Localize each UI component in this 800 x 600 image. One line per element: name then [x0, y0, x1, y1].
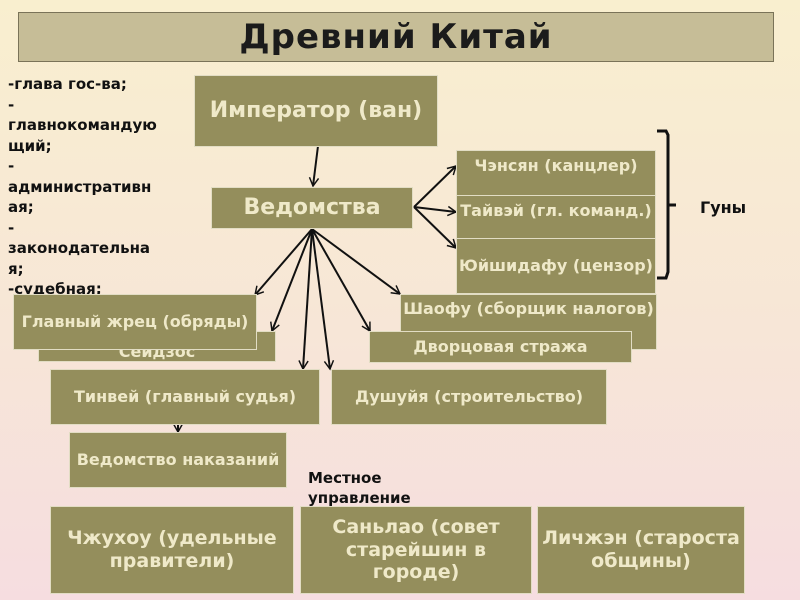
vedomstva-box: Ведомства: [211, 187, 413, 229]
duty-line: главнокомандую: [8, 116, 157, 134]
duty-line: щий;: [8, 136, 52, 155]
sanlao-label: Саньлао (совет старейшин в городе): [332, 515, 500, 584]
local-government-label: Местное управление: [308, 469, 411, 507]
lichzhen-label: Личжэн (староста общины): [542, 527, 740, 572]
glavny-zhrets-box: Главный жрец (обряды): [13, 294, 257, 350]
emperor-duties-list: -глава гос-ва; - главнокомандую щий; - а…: [8, 74, 188, 300]
arrow-to-yuishidafu: [413, 206, 458, 250]
dushuiya-label: Душуйя (строительство): [354, 387, 584, 407]
vedomstva-label: Ведомства: [243, 194, 381, 220]
arrow-to-glavny-zhrets: [254, 228, 313, 297]
vedomstvo-nakazaniy-label: Ведомство наказаний: [76, 450, 280, 470]
arrow-to-dvorts: [311, 228, 371, 333]
arrow-to-tinvei-2: [311, 228, 335, 371]
guny-bracket: [657, 129, 676, 280]
emperor-label: Император (ван): [209, 97, 423, 123]
duty-line: -: [8, 218, 15, 237]
glavny-zhrets-label: Главный жрец (обряды): [21, 312, 249, 332]
chzhuhou-box: Чжухоу (удельные правители): [50, 506, 294, 594]
chensyan-box: Чэнсян (канцлер): [456, 150, 656, 196]
chensyan-label: Чэнсян (канцлер): [474, 156, 638, 175]
duty-line: -глава гос-ва;: [8, 75, 127, 93]
sanlao-box: Саньлао (совет старейшин в городе): [300, 506, 532, 594]
arrow-emperor-to-vedomstva: [308, 145, 320, 188]
tinvei-label: Тинвей (главный судья): [73, 387, 297, 407]
arrow-to-seidzos: [270, 228, 313, 333]
guny-label: Гуны: [700, 198, 747, 217]
duty-line: -: [8, 157, 15, 175]
duty-line: я;: [8, 259, 24, 278]
dushuiya-box: Душуйя (строительство): [331, 369, 607, 425]
chzhuhou-label: Чжухоу (удельные правители): [67, 527, 277, 572]
yuishidafu-label: Юйшидафу (цензор): [459, 256, 653, 276]
lichzhen-box: Личжэн (староста общины): [537, 506, 745, 594]
duty-line: -: [8, 95, 15, 114]
arrow-to-chensyan: [413, 164, 458, 208]
shaofu-label: Шаофу (сборщик налогов): [403, 299, 654, 318]
duty-line: законодательна: [8, 239, 151, 257]
arrow-to-tinvei: [298, 228, 313, 371]
emperor-box: Император (ван): [194, 75, 438, 147]
duty-line: ая;: [8, 198, 34, 216]
arrow-to-taivei: [413, 205, 458, 217]
taivei-label: Тайвэй (гл. команд.): [460, 201, 652, 220]
duty-line: административн: [8, 177, 152, 196]
taivei-box: Тайвэй (гл. команд.): [456, 195, 656, 239]
dvorts-box: Дворцовая стража: [369, 331, 632, 363]
tinvei-box: Тинвей (главный судья): [50, 369, 320, 425]
dvorts-label: Дворцовая стража: [413, 337, 588, 357]
duty-line: -судебная;: [8, 280, 102, 298]
page-title: Древний Китай: [18, 12, 774, 62]
vedomstvo-nakazaniy-box: Ведомство наказаний: [69, 432, 287, 488]
yuishidafu-box: Юйшидафу (цензор): [456, 238, 656, 294]
arrow-to-shaofu: [311, 228, 402, 295]
